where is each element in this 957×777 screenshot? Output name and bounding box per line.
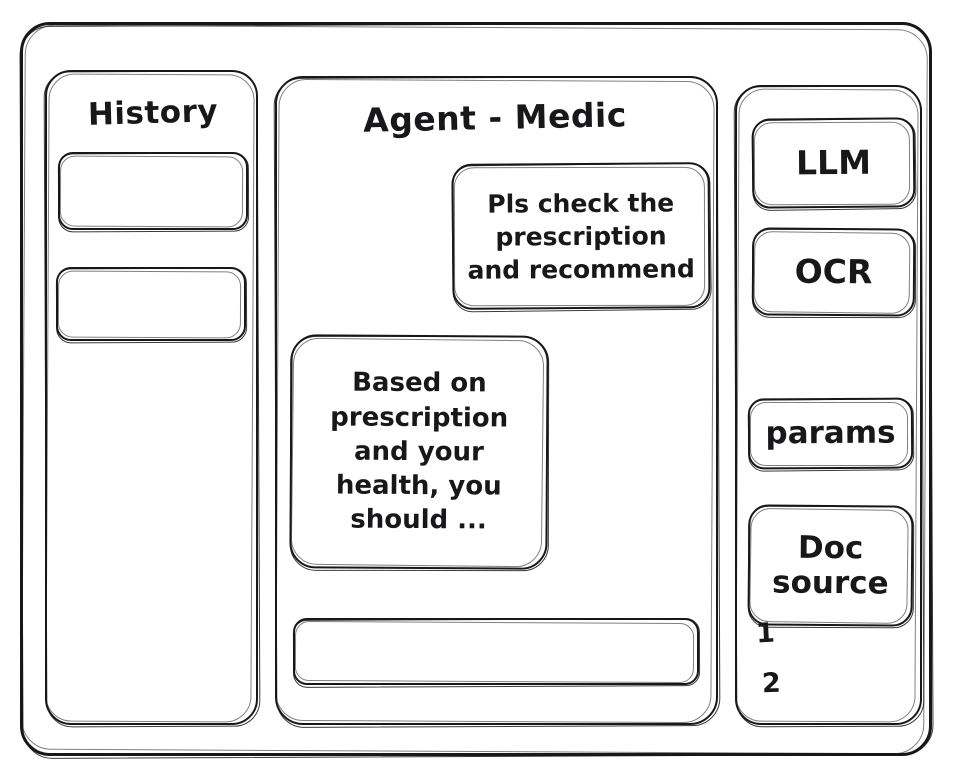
history-panel — [45, 70, 258, 725]
params-button[interactable]: params — [747, 397, 914, 470]
user-message-text: Pls check the prescription and recommend — [467, 187, 695, 285]
history-panel-title: History — [87, 93, 219, 133]
tools-panel — [735, 85, 922, 725]
message-input[interactable] — [293, 618, 699, 685]
doc-source-box[interactable]: Doc source — [747, 504, 914, 627]
history-list-item[interactable] — [58, 152, 248, 230]
chat-panel — [275, 76, 718, 725]
assistant-message-text: Based on prescription and your health, y… — [330, 367, 509, 536]
llm-button[interactable]: LLM — [751, 117, 916, 209]
app-window-frame — [20, 22, 932, 756]
history-list-item[interactable] — [56, 267, 246, 341]
doc-source-list-item[interactable]: 1 — [755, 617, 776, 650]
assistant-message-bubble: Based on prescription and your health, y… — [289, 334, 549, 570]
doc-source-list-item[interactable]: 2 — [761, 667, 782, 700]
ocr-button[interactable]: OCR — [751, 227, 916, 317]
user-message-bubble: Pls check the prescription and recommend — [451, 162, 711, 310]
